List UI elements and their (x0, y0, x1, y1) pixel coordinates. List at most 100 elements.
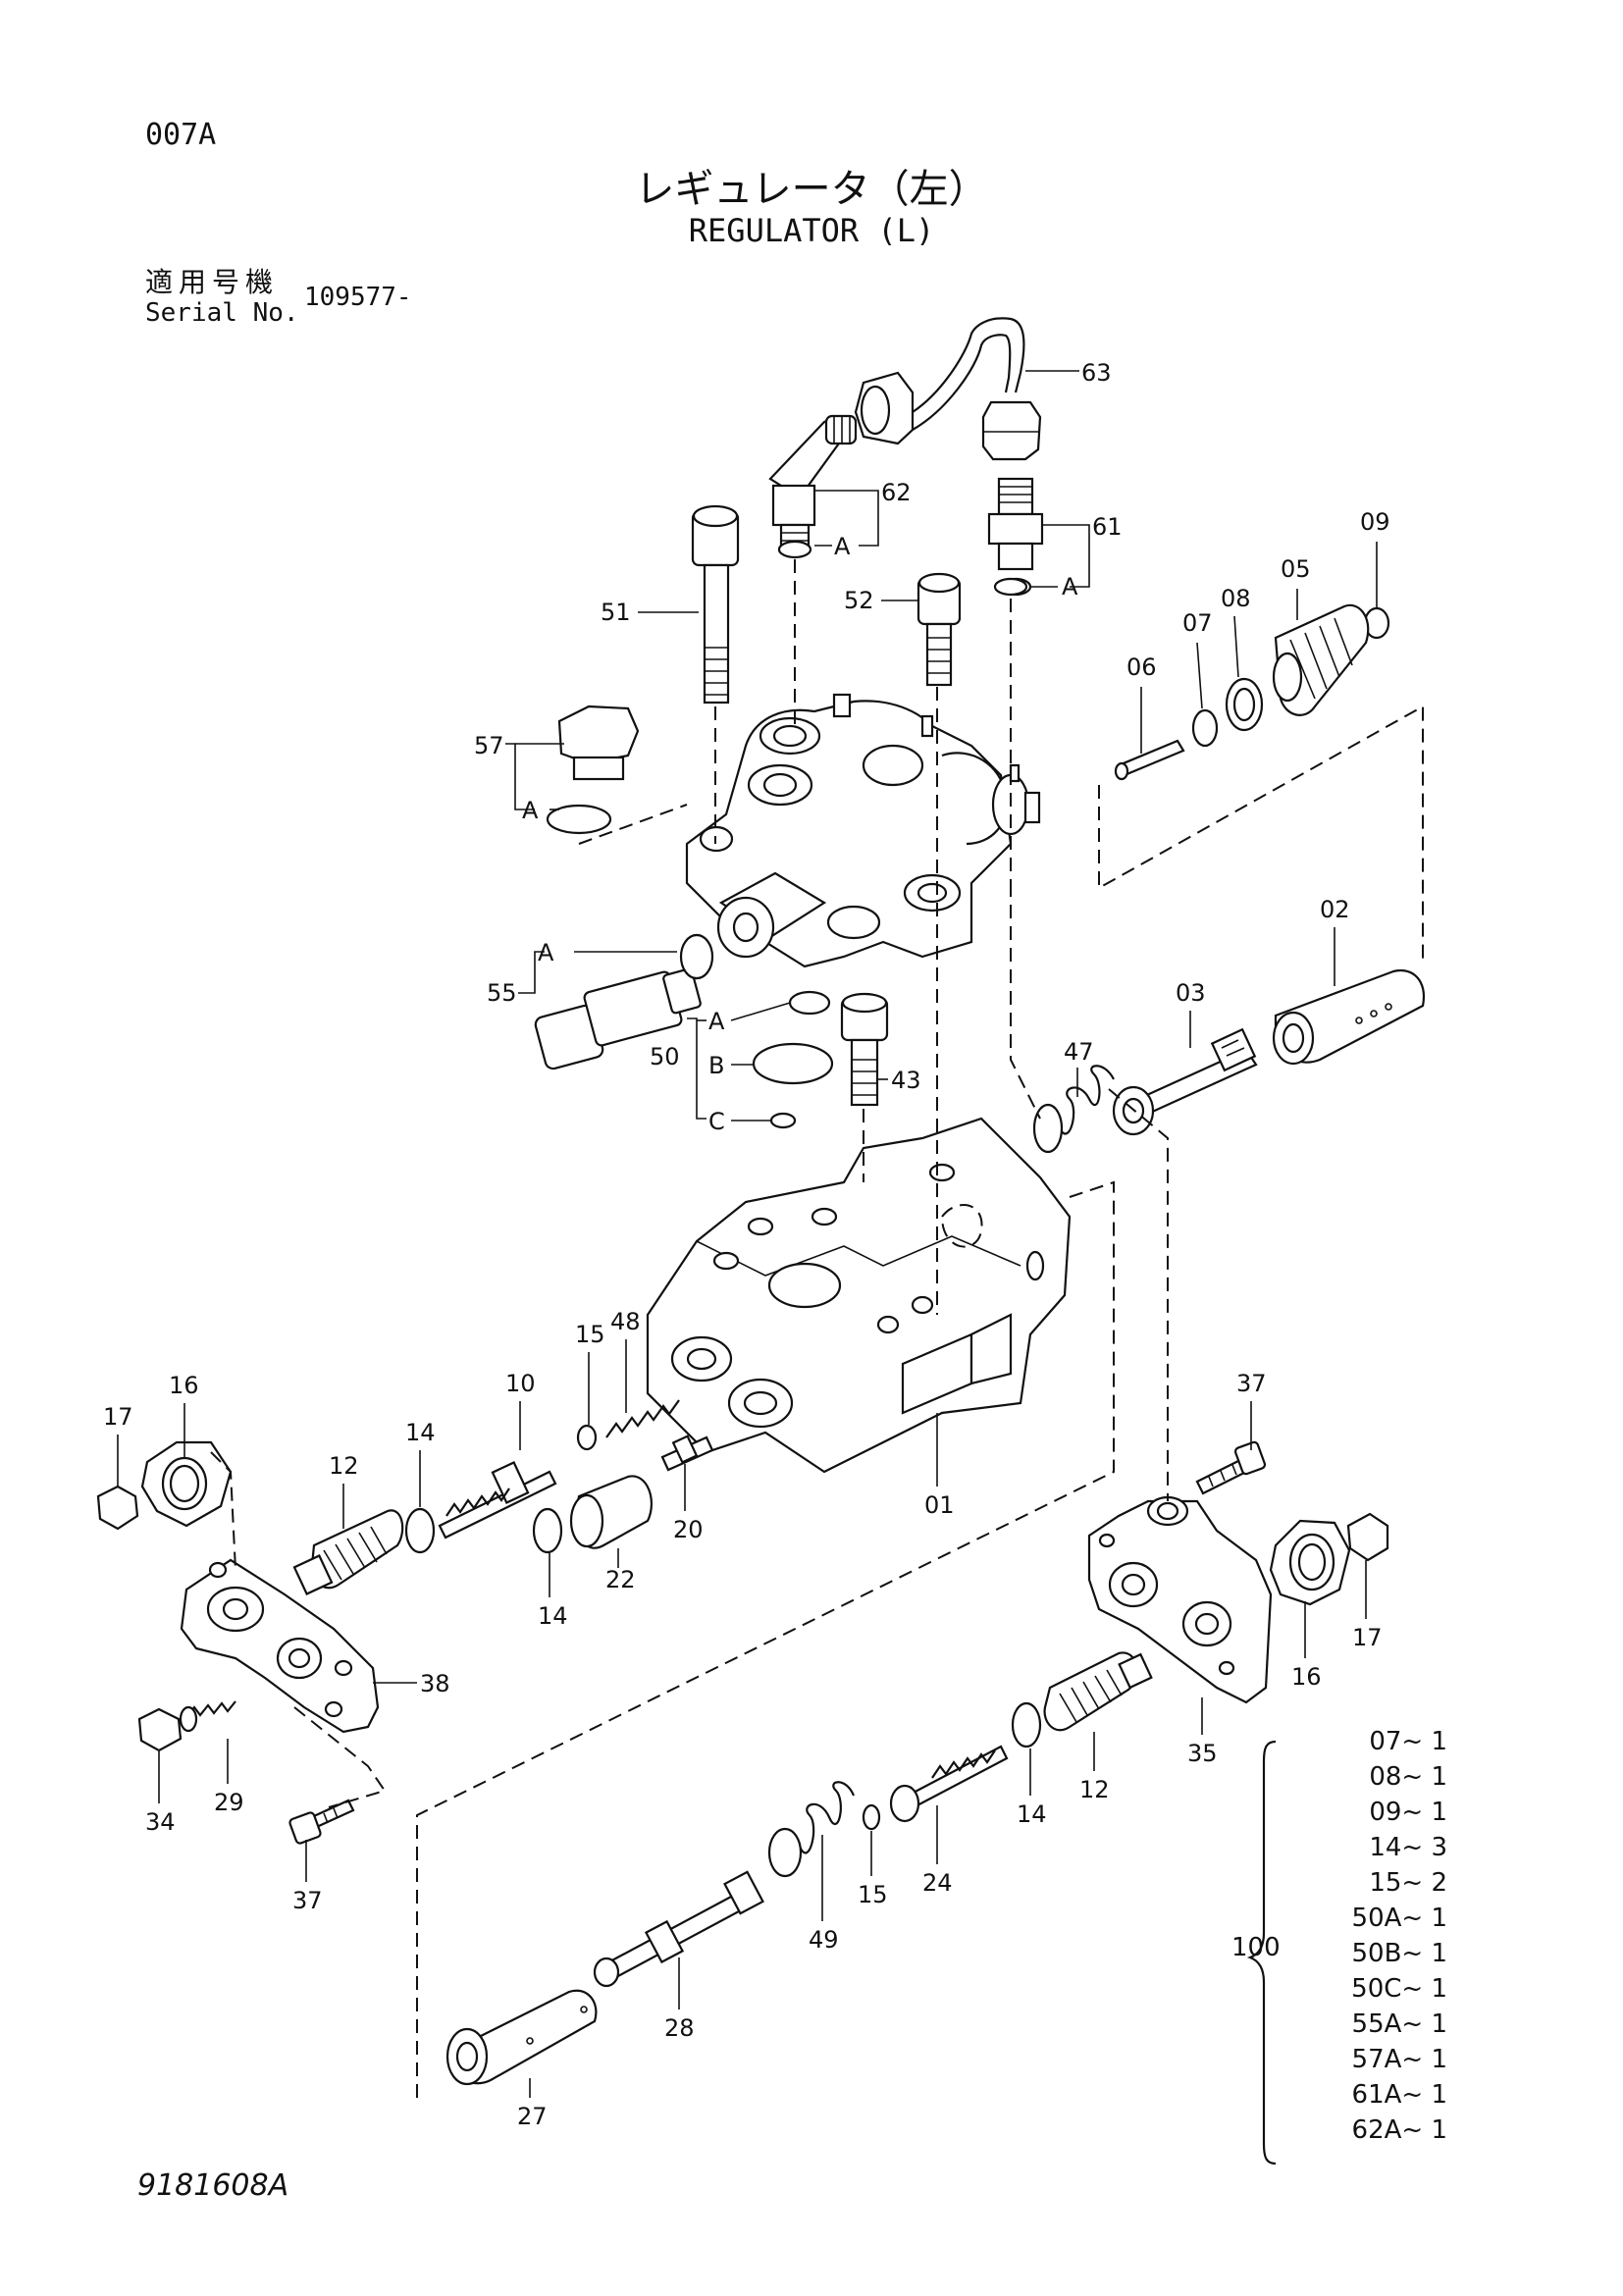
page-code: 007A (145, 118, 217, 152)
kit-item: 50A~ 1 (1351, 1904, 1447, 1933)
part-14-oring-a (404, 1507, 436, 1554)
callout-57: 57 (474, 732, 504, 759)
part-37-bolt-a (288, 1799, 355, 1845)
callout-35: 35 (1187, 1740, 1218, 1767)
callout-62: 62 (881, 479, 912, 506)
part-37-bolt-b (1195, 1440, 1267, 1495)
part-48-spring (605, 1399, 680, 1438)
letter-50c: C (708, 1108, 725, 1135)
letter-50b: B (708, 1052, 724, 1079)
part-62-elbow-fitting (768, 414, 858, 558)
part-05-piston (1272, 603, 1370, 716)
callout-37b: 37 (292, 1887, 323, 1914)
callout-09: 09 (1360, 508, 1390, 536)
callout-numbers: 63 62 A 61 A 09 05 08 07 06 51 52 57 A A… (103, 359, 1390, 2130)
oring-62a (777, 540, 812, 559)
part-43-bolt (840, 992, 889, 1107)
oring-50c (769, 1112, 797, 1129)
oring-50b (752, 1042, 834, 1085)
part-16-nut-a (140, 1440, 233, 1528)
callout-06: 06 (1126, 653, 1157, 681)
part-27-sleeve (445, 1989, 598, 2086)
callout-38: 38 (420, 1670, 450, 1697)
callout-02: 02 (1320, 896, 1350, 923)
callout-34: 34 (145, 1808, 176, 1836)
part-17-nut-b (1346, 1512, 1389, 1562)
part-03-spool (1112, 1027, 1258, 1136)
callout-24: 24 (922, 1869, 953, 1897)
part-15-oring-b (862, 1803, 881, 1831)
letter-62a: A (834, 533, 851, 560)
kit-item: 07~ 1 (1369, 1727, 1447, 1756)
part-38-plate (180, 1558, 380, 1734)
part-29-screw (179, 1700, 236, 1733)
callout-63: 63 (1081, 359, 1112, 387)
part-17-nut-a (96, 1485, 139, 1531)
callout-10: 10 (505, 1370, 536, 1397)
callout-15b: 15 (858, 1881, 888, 1908)
callout-48: 48 (610, 1308, 641, 1335)
part-28-spool (593, 1870, 764, 1988)
kit-item: 61A~ 1 (1351, 2080, 1447, 2110)
serial-label-english: Serial No. (145, 298, 299, 328)
letter-61a: A (1062, 573, 1078, 600)
callout-17b: 17 (1352, 1624, 1383, 1651)
part-47-spring (1032, 1065, 1115, 1154)
callout-12b: 12 (1079, 1776, 1110, 1803)
callout-07: 07 (1182, 609, 1213, 637)
title-japanese: レギュレータ（左） (635, 167, 988, 212)
callout-50: 50 (650, 1043, 680, 1070)
part-34-nut (137, 1707, 183, 1752)
part-14-oring-b (532, 1507, 563, 1554)
part-15-oring (576, 1424, 598, 1451)
callout-15a: 15 (575, 1321, 605, 1348)
callout-52: 52 (844, 587, 874, 614)
callout-49: 49 (809, 1926, 839, 1954)
callout-14b: 14 (538, 1602, 568, 1630)
part-20-pin (660, 1435, 714, 1472)
callout-01: 01 (924, 1491, 955, 1519)
part-16-nut-b (1269, 1519, 1351, 1606)
part-14-oring-c (1011, 1701, 1042, 1748)
callout-47: 47 (1064, 1038, 1094, 1066)
part-35-plate (1087, 1495, 1273, 1704)
kit-item: 57A~ 1 (1351, 2045, 1447, 2074)
part-61-fitting (987, 477, 1044, 597)
oring-61a (993, 577, 1028, 597)
part-07-oring (1191, 708, 1219, 748)
kit-item: 08~ 1 (1369, 1762, 1447, 1792)
callout-08: 08 (1221, 585, 1251, 612)
callout-51: 51 (601, 599, 631, 626)
part-57-plug (546, 704, 640, 835)
serial-number-value: 109577- (304, 283, 412, 312)
part-63-pipe (854, 317, 1042, 461)
oring-50a (788, 990, 831, 1016)
serial-label-japanese: 適用号機 (145, 266, 280, 298)
leader-lines (117, 370, 1378, 2098)
callout-43: 43 (891, 1067, 921, 1094)
callout-05: 05 (1281, 555, 1311, 583)
part-51-bolt (691, 504, 740, 704)
callout-28: 28 (664, 2014, 695, 2042)
callout-03: 03 (1176, 979, 1206, 1007)
part-06-pin (1114, 739, 1185, 781)
part-52-bolt (916, 572, 962, 687)
callout-37a: 37 (1236, 1370, 1267, 1397)
upper-valve-body (685, 693, 1041, 968)
callout-55: 55 (487, 979, 517, 1007)
part-49-spring (767, 1781, 856, 1878)
assembly-lines (210, 559, 1424, 2100)
kit-item: 14~ 3 (1369, 1833, 1447, 1862)
callout-27: 27 (517, 2103, 548, 2130)
letter-55a: A (538, 939, 554, 966)
drawing-number: 9181608A (137, 2168, 289, 2203)
letter-57a: A (522, 797, 539, 824)
kit-item: 09~ 1 (1369, 1798, 1447, 1827)
kit-item: 15~ 2 (1369, 1868, 1447, 1898)
letter-50a: A (708, 1008, 725, 1035)
callout-14a: 14 (405, 1419, 436, 1446)
callout-17a: 17 (103, 1403, 133, 1431)
kit-item: 50B~ 1 (1351, 1939, 1447, 1968)
part-12-adjuster-a (292, 1509, 404, 1595)
